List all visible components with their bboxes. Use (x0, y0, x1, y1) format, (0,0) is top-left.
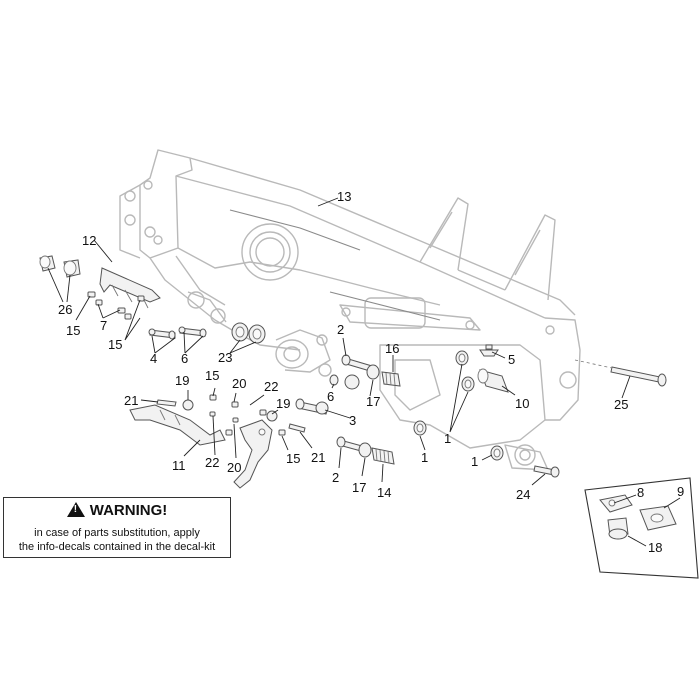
callout-11: 11 (172, 458, 186, 473)
callout-2a: 2 (337, 322, 344, 337)
callout-1a: 1 (444, 431, 451, 446)
callout-1c: 1 (471, 454, 478, 469)
part-16-17-threaded-upper (366, 364, 401, 387)
part-10-spacer (477, 368, 509, 393)
part-7-15-screws-left (87, 291, 145, 320)
callout-19a: 19 (175, 373, 189, 388)
callout-8: 8 (637, 485, 644, 500)
warning-text-line-2: the info-decals contained in the decal-k… (18, 541, 216, 553)
callout-21b: 21 (311, 450, 325, 465)
leader-lines (47, 197, 681, 547)
callout-19b: 19 (276, 396, 290, 411)
callout-22b: 22 (205, 455, 219, 470)
warning-title-text: WARNING! (89, 502, 168, 519)
callout-16: 16 (385, 341, 399, 356)
part-4-6-bolts (148, 326, 207, 340)
part-24-bolt (533, 465, 560, 478)
callout-15b: 15 (108, 337, 122, 352)
warning-notice: WARNING! in case of parts substitution, … (3, 497, 231, 558)
callout-7: 7 (100, 318, 107, 333)
callout-15d: 15 (286, 451, 300, 466)
callout-6b: 6 (327, 389, 334, 404)
callout-12: 12 (82, 233, 96, 248)
callout-20b: 20 (227, 460, 241, 475)
callout-18: 18 (648, 540, 662, 555)
callout-9: 9 (677, 484, 684, 499)
warning-text-line-1: in case of parts substitution, apply (34, 527, 200, 539)
callout-6a: 6 (181, 351, 188, 366)
part-19-21-22-20-small-left (156, 394, 239, 436)
callout-21a: 21 (124, 393, 138, 408)
callout-17a: 17 (366, 394, 380, 409)
callout-25: 25 (614, 397, 628, 412)
part-1-bushings (413, 350, 504, 461)
part-right-side-bracket (233, 419, 273, 489)
callout-23: 23 (218, 350, 232, 365)
callout-3: 3 (349, 413, 356, 428)
callout-17b: 17 (352, 480, 366, 495)
warning-triangle-icon (66, 502, 85, 517)
callout-10: 10 (515, 396, 529, 411)
callout-15c: 15 (205, 368, 219, 383)
part-11-bracket (129, 404, 226, 446)
callout-13: 13 (337, 189, 351, 204)
part-26-bushings (39, 255, 81, 278)
part-23-spacers (231, 322, 266, 344)
warning-title: WARNING! (4, 502, 230, 519)
part-5-pin (479, 344, 499, 357)
callout-20a: 20 (232, 376, 246, 391)
callout-labels: 13 12 26 15 7 15 4 6 23 2 16 5 6 17 10 2… (58, 189, 684, 555)
callout-15a: 15 (66, 323, 80, 338)
callout-5: 5 (508, 352, 515, 367)
callout-4: 4 (150, 351, 157, 366)
callout-26: 26 (58, 302, 72, 317)
part-2-17-14-lower (336, 436, 395, 465)
callout-22a: 22 (264, 379, 278, 394)
callout-2b: 2 (332, 470, 339, 485)
callout-24: 24 (516, 487, 530, 502)
part-12-bracket (99, 267, 161, 309)
part-6-3-bolts-middle (295, 374, 360, 415)
callout-14: 14 (377, 485, 391, 500)
part-25-long-bolt (574, 359, 667, 387)
inset-box (584, 477, 699, 579)
callout-1b: 1 (421, 450, 428, 465)
part-19-22-15-21-small-right (259, 409, 306, 436)
